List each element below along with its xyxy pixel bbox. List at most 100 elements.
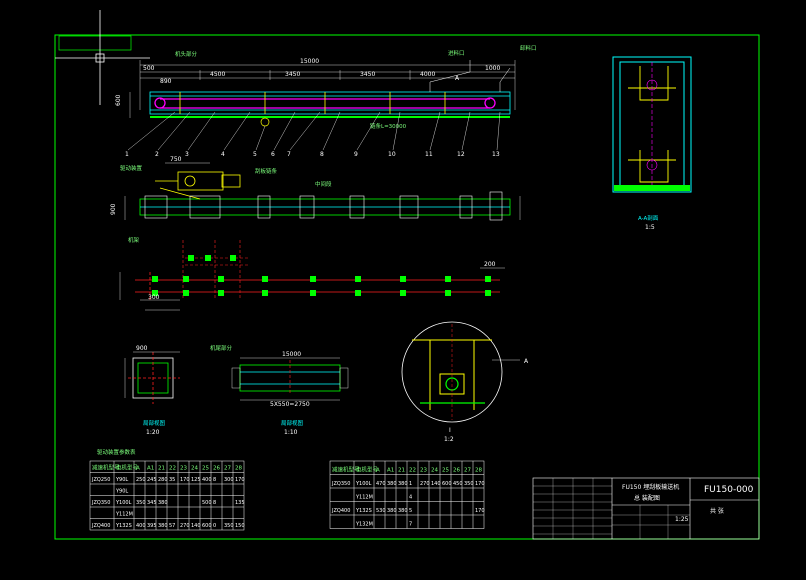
table-cell: 400	[136, 523, 146, 529]
table-cell: 380	[398, 508, 408, 514]
table-header-cell: 28	[475, 468, 482, 474]
elevation-view: 15000 4500 3450 3450 4000 500 890 1000 6…	[115, 44, 537, 130]
table-cell: Y112M	[115, 512, 133, 518]
callout-10: 10	[388, 151, 396, 158]
callout-9: 9	[354, 151, 358, 158]
table-cell: 600	[442, 481, 452, 487]
table-header-cell: 23	[180, 466, 187, 472]
detail-circle-label: I	[449, 427, 451, 434]
title-sub: 总 装配图	[634, 494, 660, 502]
dim-sec-width: 750	[170, 156, 182, 163]
dim-left-a: 500	[143, 65, 155, 72]
table-cell: 5	[409, 508, 412, 514]
detail-cut-mark: A	[524, 358, 529, 365]
table-cell: 350	[464, 481, 474, 487]
table-header-cell: 26	[453, 468, 460, 474]
dim-right-a: 1000	[485, 65, 500, 72]
drawing-frame	[54, 34, 760, 540]
callout-6: 6	[271, 151, 275, 158]
table-cell: 170	[475, 508, 485, 514]
drawing-number: FU150-000	[704, 485, 754, 495]
table-header-cell: 25	[442, 468, 449, 474]
detail-2-dim-bottom: 5X550=2750	[270, 401, 310, 408]
table-header-cell: 21	[158, 466, 165, 472]
annot-drive: 驱动装置	[120, 164, 143, 172]
table-cell: Y132S	[355, 508, 372, 514]
table-cell: 0	[213, 523, 216, 529]
dim-base-width: 900	[110, 203, 117, 215]
annot-tail: 机尾部分	[210, 344, 233, 352]
dim-top-total: 15000	[300, 58, 319, 65]
annot-frame: 机架	[128, 236, 140, 244]
table-cell: 8	[213, 500, 216, 506]
detail-circle-scale: 1:2	[444, 436, 454, 443]
table-cell: Y132S	[115, 523, 132, 529]
callout-7: 7	[287, 151, 291, 158]
table-cell: 380	[158, 500, 168, 506]
detail-2-scale: 1:10	[284, 429, 298, 436]
sheet-label: 共 张	[710, 507, 724, 515]
table-header-cell: 25	[202, 466, 209, 472]
table-cell: JZQ350	[331, 481, 350, 487]
callout-4: 4	[221, 151, 225, 158]
dim-height: 600	[115, 94, 122, 106]
callout-leaders	[127, 111, 501, 151]
callout-5: 5	[253, 151, 257, 158]
section-a-label: A-A剖面	[638, 214, 659, 222]
callout-12: 12	[457, 151, 465, 158]
table-cell: 170	[235, 477, 245, 483]
table-cell: 380	[387, 481, 397, 487]
detail-1-scale: 1:20	[146, 429, 160, 436]
table-cell: 500	[202, 500, 212, 506]
table-header-cell: 28	[235, 466, 242, 472]
table-cell: 380	[158, 523, 168, 529]
dim-base-dim: 300	[148, 294, 160, 301]
dim-left-b: 890	[160, 78, 172, 85]
section-a-view: A-A剖面 1:5	[612, 56, 692, 231]
detail-1-label: 局部视图	[143, 419, 166, 427]
callout-11: 11	[425, 151, 433, 158]
table-cell: Y112M	[355, 495, 373, 501]
table-cell: Y90L	[115, 477, 128, 483]
dim-top-a: 4500	[210, 71, 225, 78]
annot-outlet: 卸料口	[520, 44, 537, 52]
callout-2: 2	[155, 151, 159, 158]
table-header-cell: 23	[420, 468, 427, 474]
plan-view: 750 900 驱动装置 刮板链条 中间段	[110, 156, 521, 221]
table-cell: 7	[409, 522, 412, 528]
table-cell: 270	[180, 523, 190, 529]
table-cell: 345	[147, 500, 157, 506]
crosshair-cursor[interactable]	[55, 10, 150, 105]
parameter-table-1: 驱动装置参数表 减速机型号JZQ250JZQ350JZQ400电机型号Y90LY…	[89, 448, 245, 531]
detail-2-dim-top: 15000	[282, 351, 301, 358]
parameter-table-2: 减速机型号JZQ350JZQ400电机型号Y100LY112MY132SY132…	[329, 460, 485, 529]
table-cell: 170	[475, 481, 485, 487]
table-cell: JZQ250	[91, 477, 110, 483]
dim-top-d: 4000	[420, 71, 435, 78]
table-cell: 170	[180, 477, 190, 483]
dim-top-c: 3450	[360, 71, 375, 78]
table-cell: 1	[409, 481, 412, 487]
table-cell: 300	[224, 477, 234, 483]
detail-circle-view: A I 1:2	[401, 321, 529, 443]
table-cell: 35	[169, 477, 175, 483]
table-cell: 280	[158, 477, 168, 483]
table-cell: 600	[202, 523, 212, 529]
table-cell: 450	[453, 481, 463, 487]
table-cell: 530	[376, 508, 386, 514]
annot-belt: 链条L=30000	[370, 122, 407, 130]
table-header-cell: 减速机型号	[92, 464, 120, 472]
table-header-cell: 22	[169, 466, 176, 472]
table-cell: 270	[420, 481, 430, 487]
foundation-view: 300 200 机架	[119, 236, 505, 311]
table-cell: JZQ400	[331, 508, 350, 514]
section-a-scale: 1:5	[645, 224, 655, 231]
table-header-cell: 电机型号	[356, 466, 379, 474]
table-header-cell: 27	[224, 466, 231, 472]
table-cell: Y90L	[115, 489, 128, 495]
detail-view-1: 900 局部视图 1:20	[124, 345, 180, 436]
callout-1: 1	[125, 151, 129, 158]
table-cell: 125	[191, 477, 201, 483]
annot-chain: 刮板链条	[255, 167, 278, 175]
